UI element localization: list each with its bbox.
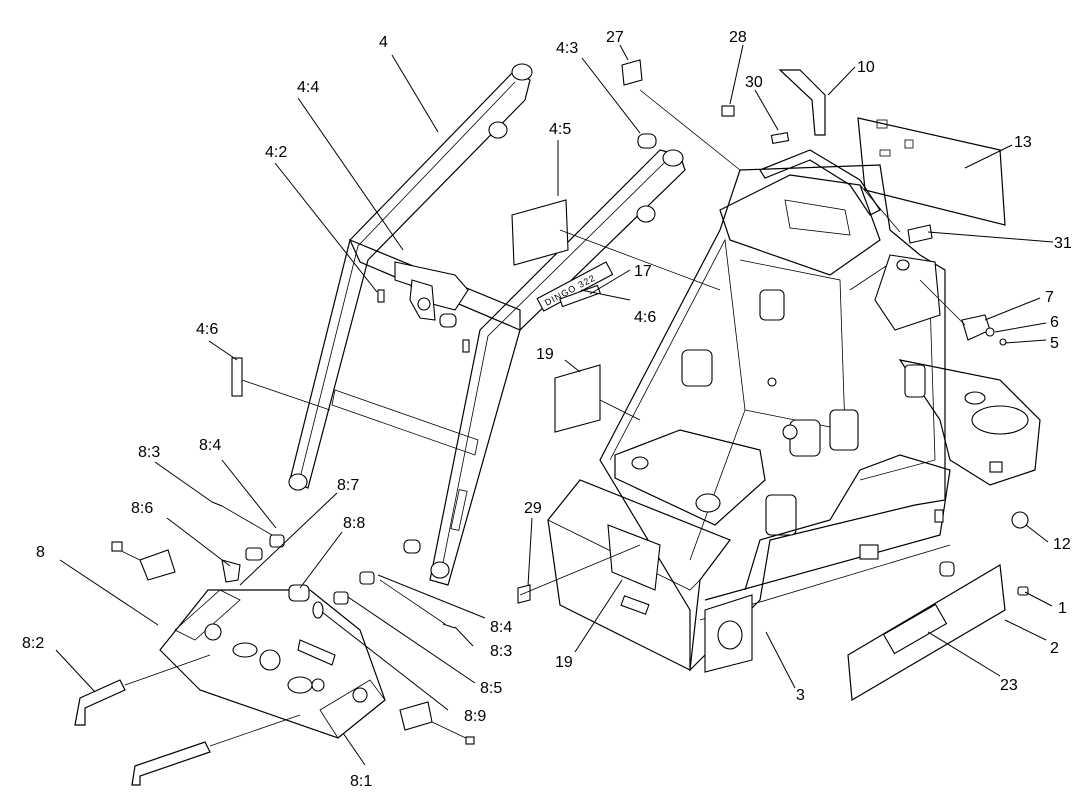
callout-29: 29	[524, 500, 542, 517]
callout-3: 3	[796, 687, 805, 704]
callout-12: 12	[1053, 536, 1071, 553]
callout-28: 28	[729, 29, 747, 46]
callout-4-3: 4:3	[556, 40, 578, 57]
callout-8-3-left: 8:3	[138, 444, 160, 461]
callout-8-4-left: 8:4	[199, 437, 221, 454]
callout-5: 5	[1050, 335, 1059, 352]
callout-2: 2	[1050, 640, 1059, 657]
callout-4-6-left: 4:6	[196, 321, 218, 338]
callout-4-5: 4:5	[549, 121, 571, 138]
callout-19-lower: 19	[555, 654, 573, 671]
callout-4-4: 4:4	[297, 79, 319, 96]
callout-8-6: 8:6	[131, 500, 153, 517]
loader-arm-assembly: DINGO 322	[231, 63, 686, 586]
callout-30: 30	[745, 74, 763, 91]
callout-10: 10	[857, 59, 875, 76]
callout-1: 1	[1058, 600, 1067, 617]
callout-8-3-right: 8:3	[490, 643, 512, 660]
callout-13: 13	[1014, 134, 1032, 151]
callout-4-2: 4:2	[265, 144, 287, 161]
callout-8-4-right: 8:4	[490, 619, 512, 636]
callout-19-upper: 19	[536, 346, 554, 363]
callout-8: 8	[36, 544, 45, 561]
callout-27: 27	[606, 29, 624, 46]
callout-4-6-right: 4:6	[634, 309, 656, 326]
callout-8-5: 8:5	[480, 680, 502, 697]
callout-23: 23	[1000, 677, 1018, 694]
callout-8-7: 8:7	[337, 477, 359, 494]
main-frame	[517, 59, 1041, 701]
callout-31: 31	[1054, 235, 1072, 252]
callout-8-1: 8:1	[350, 773, 372, 790]
callout-17: 17	[634, 263, 652, 280]
callout-6: 6	[1050, 314, 1059, 331]
callout-8-2: 8:2	[22, 635, 44, 652]
callout-4: 4	[379, 34, 388, 51]
callout-8-9: 8:9	[464, 708, 486, 725]
callout-7: 7	[1045, 289, 1054, 306]
callout-8-8: 8:8	[343, 515, 365, 532]
leader-lines	[55, 44, 1054, 766]
callout-labels: 4 4:4 4:2 4:3 4:5 17 4:6 4:6 27 28 30 10…	[22, 29, 1072, 790]
quick-attach-assembly	[74, 501, 475, 786]
